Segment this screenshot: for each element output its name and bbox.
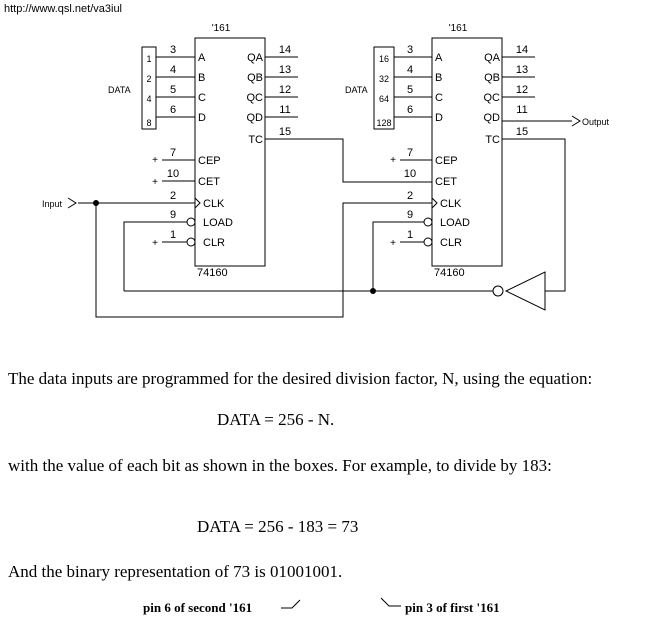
left-pin-number-4: 4	[170, 64, 176, 76]
left-chip-part-number: 74160	[197, 267, 228, 279]
right-pin-number-7: 7	[407, 147, 413, 159]
left-pin-name-clk: CLK	[203, 198, 225, 210]
right-pin-number-6: 6	[407, 104, 413, 116]
clock-junction-dot	[93, 200, 99, 206]
left-pin-name-b: B	[198, 72, 205, 84]
note-pin6: pin 6 of second '161	[143, 600, 253, 615]
left-pin-number-3: 3	[170, 44, 176, 56]
equation-example: DATA = 256 - 183 = 73	[197, 517, 359, 536]
right-pin-name-clk: CLK	[440, 198, 462, 210]
right-data-bit-64: 64	[379, 94, 389, 104]
left-pin-number-9: 9	[170, 209, 176, 221]
right-pin-number-4: 4	[407, 64, 413, 76]
right-pin-number-10: 10	[404, 168, 416, 180]
left-pin-name-load: LOAD	[203, 217, 233, 229]
right-pin-name-cet: CET	[435, 176, 457, 188]
right-pin-number-13: 13	[516, 64, 528, 76]
paragraph-binary: And the binary representation of 73 is 0…	[8, 562, 343, 581]
plus-supply-0: +	[152, 155, 158, 166]
left-pin-name-qd: QD	[247, 112, 264, 124]
right-chip-title: '161	[449, 23, 468, 34]
right-pin-name-clr: CLR	[440, 237, 462, 249]
left-pin-name-qc: QC	[247, 92, 264, 104]
left-data-box	[141, 46, 157, 130]
left-pin-name-qb: QB	[247, 72, 263, 84]
right-pin-name-qa: QA	[484, 52, 501, 64]
left-data-bit-2: 2	[146, 74, 151, 84]
left-pin-number-15: 15	[279, 126, 291, 138]
right-data-bit-128: 128	[376, 118, 391, 128]
input-label: Input	[42, 199, 63, 209]
left-pin-name-clr: CLR	[203, 237, 225, 249]
left-pin-name-a: A	[198, 52, 206, 64]
right-chip-body	[431, 37, 503, 267]
plus-supply-4: +	[390, 238, 396, 249]
left-pin-number-1: 1	[170, 229, 176, 241]
right-pin-number-2: 2	[407, 190, 413, 202]
right-pin-name-qb: QB	[484, 72, 500, 84]
left-pin-number-10: 10	[167, 168, 179, 180]
left-pin-number-5: 5	[170, 84, 176, 96]
right-pin-name-qd: QD	[484, 112, 501, 124]
plus-supply-1: +	[152, 177, 158, 188]
left-pin-name-tc: TC	[248, 134, 263, 146]
load-junction-dot	[370, 288, 376, 294]
left-pin-name-c: C	[198, 92, 206, 104]
left-data-bit-1: 1	[146, 54, 151, 64]
right-pin-number-3: 3	[407, 44, 413, 56]
right-pin-number-15: 15	[516, 126, 528, 138]
left-chip-body	[194, 37, 266, 267]
equation-data: DATA = 256 - N.	[217, 410, 335, 429]
paragraph-example: with the value of each bit as shown in t…	[8, 456, 552, 475]
left-chip-title: '161	[212, 23, 231, 34]
paragraph-equation-intro: The data inputs are programmed for the d…	[8, 369, 593, 388]
right-pin-number-12: 12	[516, 84, 528, 96]
circuit-schematic: '16174160A3B4C5D6CEP7CET10CLK2LOAD9CLR1Q…	[42, 23, 610, 318]
right-pin-name-b: B	[435, 72, 442, 84]
right-pin-name-c: C	[435, 92, 443, 104]
right-pin-name-load: LOAD	[440, 217, 470, 229]
right-pin-number-14: 14	[516, 44, 528, 56]
left-pin-number-11: 11	[279, 104, 290, 116]
left-pin-number-7: 7	[170, 147, 176, 159]
right-pin-number-5: 5	[407, 84, 413, 96]
left-pin-number-13: 13	[279, 64, 291, 76]
left-pin-name-cep: CEP	[198, 155, 221, 167]
left-pin-number-14: 14	[279, 44, 291, 56]
right-data-box	[373, 46, 395, 130]
right-pin-name-a: A	[435, 52, 443, 64]
left-pin-number-12: 12	[279, 84, 291, 96]
left-data-bit-4: 4	[146, 94, 151, 104]
right-chip-part-number: 74160	[434, 267, 465, 279]
left-data-label: DATA	[108, 85, 131, 95]
left-pin-name-d: D	[198, 112, 206, 124]
left-pin-name-cet: CET	[198, 176, 220, 188]
plus-supply-3: +	[390, 155, 396, 166]
right-pin-number-11: 11	[516, 104, 527, 116]
left-pin-number-2: 2	[170, 190, 176, 202]
right-pin-name-tc: TC	[485, 134, 500, 146]
output-label: Output	[582, 117, 610, 127]
left-pin-name-qa: QA	[247, 52, 264, 64]
right-pin-number-1: 1	[407, 229, 413, 241]
left-data-bit-8: 8	[146, 118, 151, 128]
right-pin-name-cep: CEP	[435, 155, 458, 167]
inverter-gate	[504, 271, 546, 311]
left-pin-number-6: 6	[170, 104, 176, 116]
right-data-bit-32: 32	[379, 74, 389, 84]
source-url[interactable]: http://www.qsl.net/va3iul	[4, 3, 123, 15]
right-pin-name-d: D	[435, 112, 443, 124]
plus-supply-2: +	[152, 238, 158, 249]
right-data-label: DATA	[345, 85, 368, 95]
note-pin3: pin 3 of first '161	[405, 600, 500, 615]
right-data-bit-16: 16	[379, 54, 389, 64]
right-pin-name-qc: QC	[484, 92, 501, 104]
right-pin-number-9: 9	[407, 209, 413, 221]
